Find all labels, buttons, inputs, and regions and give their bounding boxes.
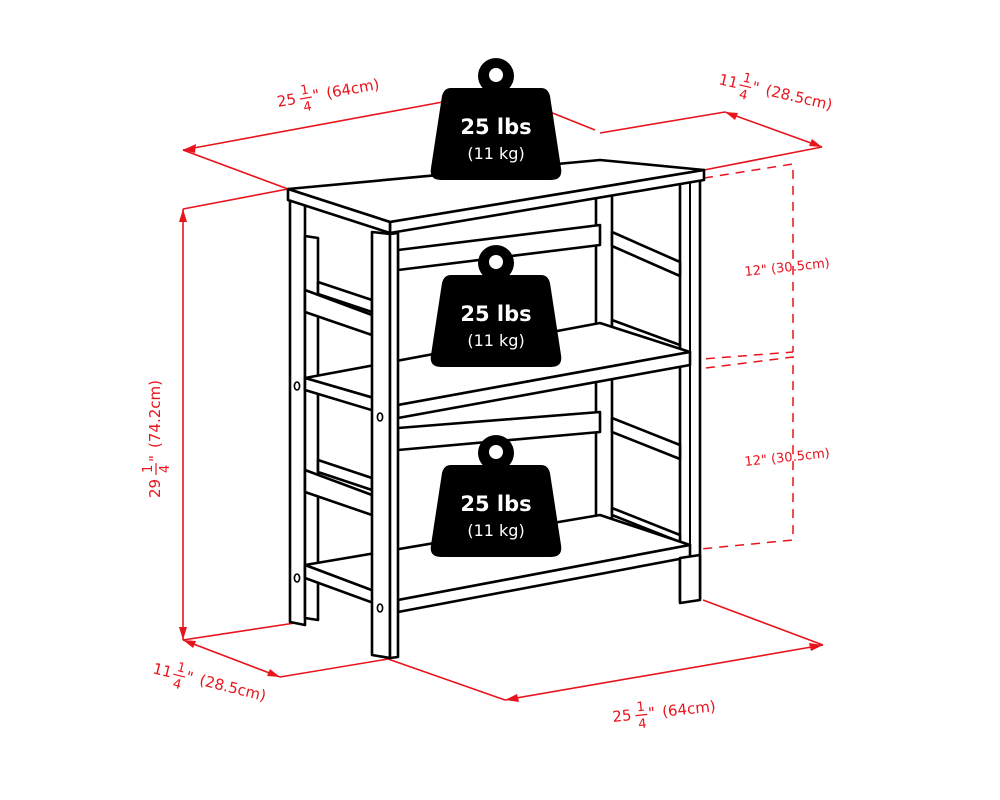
weight-kg-label: (11 kg) — [467, 521, 524, 540]
unit-mark: " — [146, 455, 164, 462]
middle-shelf-dashed-top — [689, 351, 794, 361]
fraction-numerator: 1 — [141, 465, 156, 473]
arrowhead-icon — [725, 112, 738, 120]
bottom-width-dimension-line — [504, 644, 824, 701]
fraction-denominator: 4 — [158, 465, 173, 473]
arrowhead-icon — [267, 669, 280, 677]
top-depth-extension-front — [703, 146, 823, 171]
metric-value: (64cm) — [661, 697, 716, 721]
bottom-width-label: 25 1 4 " (64cm) — [612, 697, 717, 733]
lower-gap-dashed-line — [689, 356, 794, 551]
metric-value: (28.5cm) — [764, 81, 834, 114]
fraction-numerator: 1 — [741, 71, 752, 87]
weight-middle: 25 lbs (11 kg) — [430, 245, 562, 367]
top-width-extension-left — [182, 149, 289, 190]
right-rail-top — [610, 230, 682, 278]
front-left-post-edge — [388, 231, 400, 660]
top-width-label: 25 1 4 " (64cm) — [276, 75, 381, 115]
whole-number: 11 — [717, 70, 740, 92]
weight-lbs-label: 25 lbs — [460, 302, 531, 326]
arrowhead-icon — [183, 640, 196, 648]
top-depth-dimension-line — [724, 111, 823, 148]
whole-number: 11 — [151, 659, 174, 681]
whole-number: 29 — [146, 479, 164, 498]
arrowhead-icon — [179, 209, 187, 222]
bottom-width-extension-right — [702, 599, 824, 646]
unit-mark: " — [184, 668, 195, 687]
lower-gap-label: 12" (30.5cm) — [744, 446, 831, 470]
top-width-extension-right — [544, 109, 596, 131]
height-label: 29 1 4 " (74.2cm) — [141, 380, 173, 498]
unit-mark: " — [647, 704, 656, 723]
top-width-dimension-line — [182, 100, 449, 151]
weight-kg-label: (11 kg) — [467, 331, 524, 350]
weight-lbs-label: 25 lbs — [460, 115, 531, 139]
fraction-denominator: 4 — [638, 717, 648, 733]
back-right-leg — [678, 553, 702, 605]
weight-icon — [430, 58, 562, 180]
height-extension-top — [182, 188, 289, 210]
fraction-numerator: 1 — [636, 700, 646, 716]
unit-mark: " — [750, 78, 761, 97]
right-rail-lower — [610, 416, 682, 461]
screw-hole-icon — [293, 381, 301, 391]
bottom-depth-extension — [279, 658, 389, 678]
metric-value: (28.5cm) — [198, 671, 268, 705]
whole-number: 25 — [612, 706, 633, 726]
fraction-numerator: 1 — [299, 83, 310, 99]
weight-bottom: 25 lbs (11 kg) — [430, 435, 562, 557]
arrowhead-icon — [179, 627, 187, 640]
weight-icon — [430, 245, 562, 367]
upper-gap-label: 12" (30.5cm) — [744, 256, 831, 280]
weight-kg-label: (11 kg) — [467, 144, 524, 163]
top-depth-extension-back — [599, 111, 726, 134]
bottom-width-extension-left — [387, 658, 506, 701]
fraction-denominator: 4 — [302, 99, 313, 115]
metric-value: (74.2cm) — [146, 380, 164, 448]
height-extension-bottom — [182, 622, 296, 641]
weight-top: 25 lbs (11 kg) — [430, 58, 562, 180]
fraction-denominator: 4 — [737, 87, 748, 103]
metric-value: (64cm) — [325, 75, 381, 102]
front-left-post — [370, 230, 392, 660]
arrowhead-icon — [183, 144, 196, 153]
arrowhead-icon — [505, 694, 519, 702]
weight-icon — [430, 435, 562, 557]
whole-number: 25 — [276, 90, 298, 111]
screw-hole-icon — [376, 412, 384, 422]
shelf-unit — [286, 158, 706, 660]
screw-hole-icon — [376, 603, 384, 613]
fraction-numerator: 1 — [175, 660, 187, 677]
screw-hole-icon — [293, 573, 301, 583]
bottom-depth-dimension-line — [182, 639, 281, 678]
dimension-lines — [179, 100, 824, 702]
weight-lbs-label: 25 lbs — [460, 492, 531, 516]
bottom-depth-label: 11 1 4 " (28.5cm) — [151, 659, 268, 705]
arrowhead-icon — [809, 643, 823, 651]
back-left-post — [288, 193, 307, 627]
fraction-denominator: 4 — [171, 677, 183, 694]
arrowhead-icon — [809, 139, 822, 147]
upper-gap-dashed-line — [703, 163, 794, 352]
unit-mark: " — [311, 86, 321, 105]
